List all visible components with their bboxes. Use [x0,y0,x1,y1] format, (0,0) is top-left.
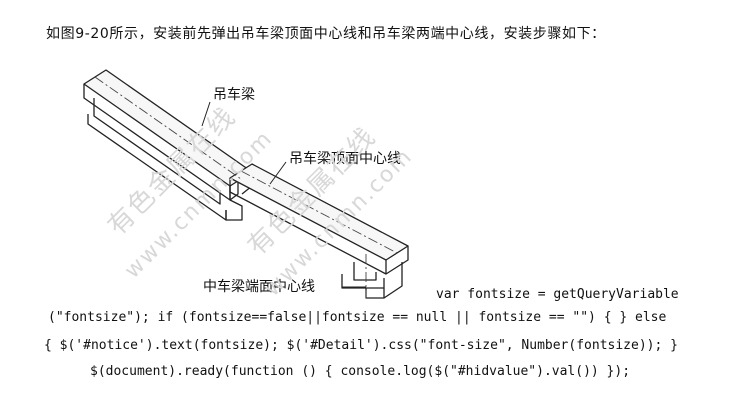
crane-beam-figure: 吊车梁 吊车梁顶面中心线 中车梁端面中心线 有色金属在线 www.cnmn.co… [80,66,428,302]
code-line: { $('#notice').text(fontsize); $('#Detai… [44,338,678,353]
leader-top-center [269,161,287,185]
right-beam-front-face [229,178,387,275]
crane-beam-drawing [83,69,409,299]
callout-top-center-line: 吊车梁顶面中心线 [288,148,402,168]
right-top-center-line [240,170,398,254]
right-beam-end-flange [341,274,385,289]
intro-paragraph: 如图9-20所示，安装前先弹出吊车梁顶面中心线和吊车梁两端中心线，安装步骤如下： [46,26,606,42]
code-line: $(document).ready(function () { console.… [90,364,631,379]
right-beam-end-web [353,262,377,281]
code-line: var fontsize = getQueryVariable [436,287,679,302]
callout-end-center-line: 中车梁端面中心线 [202,276,316,296]
left-beam-web [93,98,221,205]
callout-crane-beam: 吊车梁 [212,84,256,104]
leader-crane-beam [201,101,211,127]
code-line: ("fontsize"); if (fontsize==false||fonts… [48,310,667,325]
left-top-center-line [94,76,242,180]
